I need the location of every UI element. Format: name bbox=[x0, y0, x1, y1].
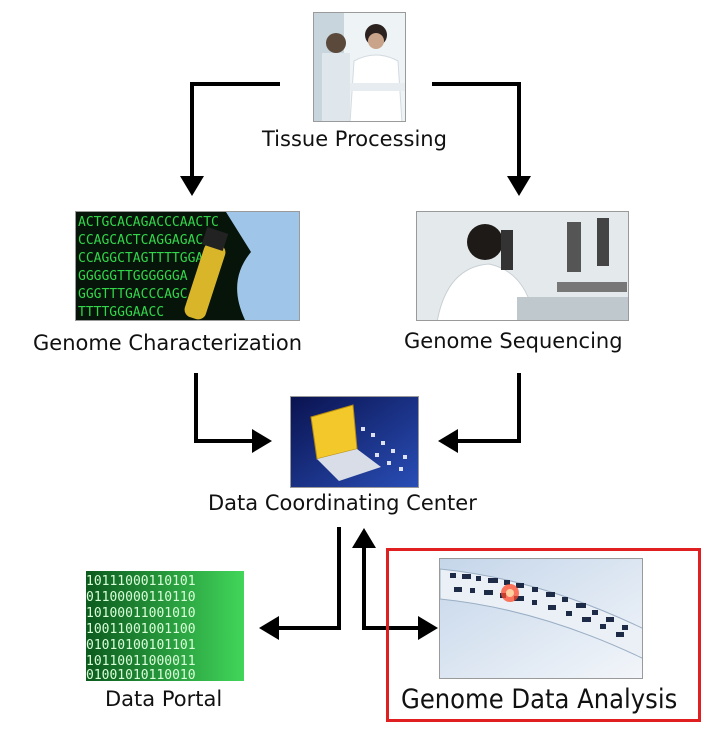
genome-characterization-image: ACTGCACAGACCCAACTC CCAGCACTCAGGAGAC CCAG… bbox=[75, 211, 300, 321]
arrow-dcc-to-portal bbox=[279, 527, 341, 630]
genome-data-analysis-label: Genome Data Analysis bbox=[401, 684, 678, 715]
tissue-processing-label: Tissue Processing bbox=[262, 127, 447, 151]
genome-characterization-label: Genome Characterization bbox=[33, 331, 303, 355]
arrow-tissue-to-characterization bbox=[190, 82, 280, 176]
svg-text:ACTGCACAGACCCAACTC: ACTGCACAGACCCAACTC bbox=[78, 215, 219, 230]
svg-text:TTTTGGGAACC: TTTTGGGAACC bbox=[78, 305, 164, 320]
tissue-processing-image bbox=[313, 12, 406, 122]
svg-text:CCAGCACTCAGGAGAC: CCAGCACTCAGGAGAC bbox=[78, 233, 203, 248]
arrowhead-left-portal bbox=[259, 616, 279, 640]
svg-text:10011001001100: 10011001001100 bbox=[86, 622, 196, 637]
arrow-dcc-to-analysis bbox=[362, 548, 418, 630]
highlight-box bbox=[386, 548, 701, 722]
svg-text:01100000110110: 01100000110110 bbox=[86, 590, 196, 605]
svg-text:10100011001010: 10100011001010 bbox=[86, 606, 196, 621]
arrow-tissue-to-sequencing bbox=[432, 82, 521, 176]
svg-text:CCAGGCTAGTTTTGGA: CCAGGCTAGTTTTGGA bbox=[78, 251, 203, 266]
svg-text:GGGTTTGACCCAGC: GGGTTTGACCCAGC bbox=[78, 287, 188, 302]
svg-text:GGGGGTTGGGGGGA: GGGGGTTGGGGGGA bbox=[78, 269, 188, 284]
arrowhead-left-dcc bbox=[438, 429, 458, 453]
arrowhead-right-analysis bbox=[418, 616, 438, 640]
svg-text:01001010110010: 01001010110010 bbox=[86, 668, 196, 681]
genome-sequencing-image bbox=[416, 211, 629, 321]
arrowhead-right-dcc bbox=[252, 429, 272, 453]
svg-text:10110011000011: 10110011000011 bbox=[86, 654, 196, 669]
arrow-sequencing-to-dcc bbox=[458, 373, 521, 443]
svg-text:10111000110101: 10111000110101 bbox=[86, 574, 196, 589]
data-coordinating-center-label: Data Coordinating Center bbox=[208, 491, 477, 515]
data-portal-image: 10111000110101 01100000110110 1010001100… bbox=[86, 571, 244, 681]
arrowhead-down-left bbox=[180, 176, 204, 196]
arrow-characterization-to-dcc bbox=[194, 373, 252, 443]
svg-text:01010100101101: 01010100101101 bbox=[86, 638, 196, 653]
genome-sequencing-label: Genome Sequencing bbox=[404, 329, 623, 353]
genome-data-analysis-image bbox=[439, 558, 643, 679]
data-portal-label: Data Portal bbox=[105, 687, 223, 711]
arrowhead-up-dcc bbox=[352, 528, 376, 548]
arrowhead-down-right bbox=[507, 176, 531, 196]
data-coordinating-center-image bbox=[290, 396, 419, 488]
